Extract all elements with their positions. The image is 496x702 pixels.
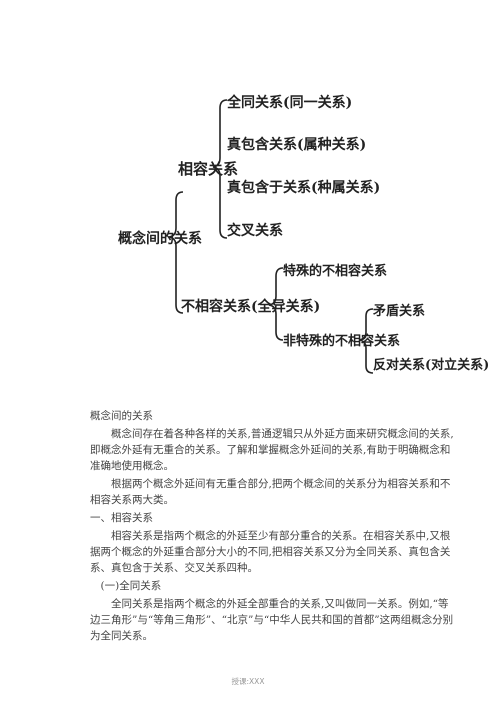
root-brace xyxy=(168,191,184,314)
subsection-heading: 一、相容关系 xyxy=(90,512,153,524)
diagram-incompatible-label: 不相容关系(全异关系) xyxy=(181,299,321,315)
diagram-identity-label: 全同关系(同一关系) xyxy=(227,95,353,111)
compatible-brace xyxy=(212,99,228,239)
paragraph: 相容关系是指两个概念的外延至少有部分重合的关系。在相容关系中,又根据两个概念的外… xyxy=(90,530,451,574)
paragraph: 概念间存在着各种各样的关系,普通逻辑只从外延方面来研究概念间的关系,即概念外延有… xyxy=(90,428,454,472)
nonspecial-brace xyxy=(358,308,374,374)
section-title: 概念间的关系 xyxy=(90,410,153,422)
diagram-true-containing-label: 真包含关系(属种关系) xyxy=(227,137,367,153)
diagram-compatible-label: 相容关系 xyxy=(178,160,239,178)
diagram-contradiction-label: 矛盾关系 xyxy=(373,304,426,319)
concept-relations-tree-diagram xyxy=(168,99,374,374)
document-body: 概念间的关系 概念间存在着各种各样的关系,普通逻辑只从外延方面来研究概念间的关系… xyxy=(90,408,455,644)
diagram-special-incompatible-label: 特殊的不相容关系 xyxy=(283,264,388,279)
diagram-root-label: 概念间的关系 xyxy=(118,231,202,247)
incompatible-brace xyxy=(268,267,284,341)
page-footer: 授课:XXX xyxy=(231,677,265,686)
subsection-heading: (一)全同关系 xyxy=(100,580,162,592)
diagram-contrary-label: 反对关系(对立关系) xyxy=(373,358,490,373)
paragraph: 全同关系是指两个概念的外延全部重合的关系,又叫做同一关系。例如,“等边三角形”与… xyxy=(90,598,454,642)
paragraph: 根据两个概念外延间有无重合部分,把两个概念间的关系分为相容关系和不相容关系两大类… xyxy=(90,478,451,506)
diagram-nonspecial-incompatible-label: 非特殊的不相容关系 xyxy=(283,334,401,349)
diagram-cross-label: 交叉关系 xyxy=(227,223,283,239)
diagram-true-contained-label: 真包含于关系(种属关系) xyxy=(227,180,381,196)
